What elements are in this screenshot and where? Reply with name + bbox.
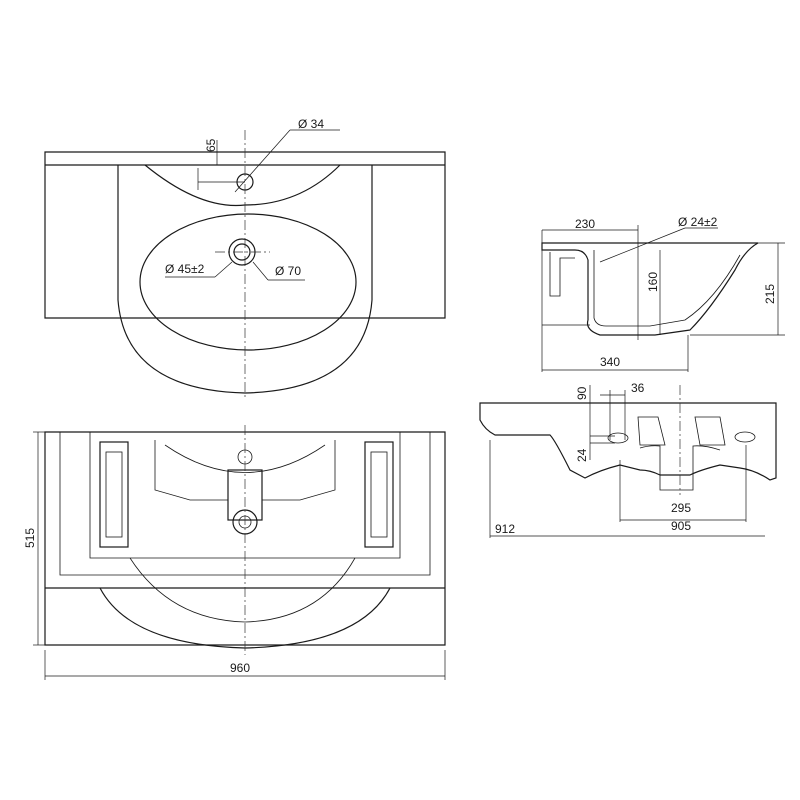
bracket-hole-height-label: 24 (575, 448, 589, 462)
section-view: 230 Ø 24±2 160 215 340 (541, 215, 785, 372)
depth-to-drain-label: 230 (575, 217, 595, 231)
tap-hole-diameter-label: Ø 34 (298, 117, 324, 131)
bracket-spacing-label: 905 (671, 519, 691, 533)
underside-depth-label: 515 (23, 528, 37, 548)
bowl-depth-label: 160 (646, 272, 660, 292)
tap-hole-offset-label: 65 (204, 138, 218, 152)
underside-view: 515 960 (23, 425, 446, 680)
plan-view: Ø 34 65 Ø 45±2 Ø 70 (44, 117, 446, 400)
bracket-hole-width-label: 36 (631, 381, 645, 395)
underside-width-label: 960 (230, 661, 250, 675)
overall-depth-label: 340 (600, 355, 620, 369)
drain-outer-diameter-label: Ø 70 (275, 264, 301, 278)
bracket-height-label: 90 (575, 386, 589, 400)
overflow-diameter-label: Ø 24±2 (678, 215, 718, 229)
drain-inner-diameter-label: Ø 45±2 (165, 262, 205, 276)
front-view: 90 36 24 295 905 912 (479, 381, 777, 538)
total-width-label: 912 (495, 522, 515, 536)
drain-width-label: 295 (671, 501, 691, 515)
total-height-label: 215 (763, 284, 777, 304)
